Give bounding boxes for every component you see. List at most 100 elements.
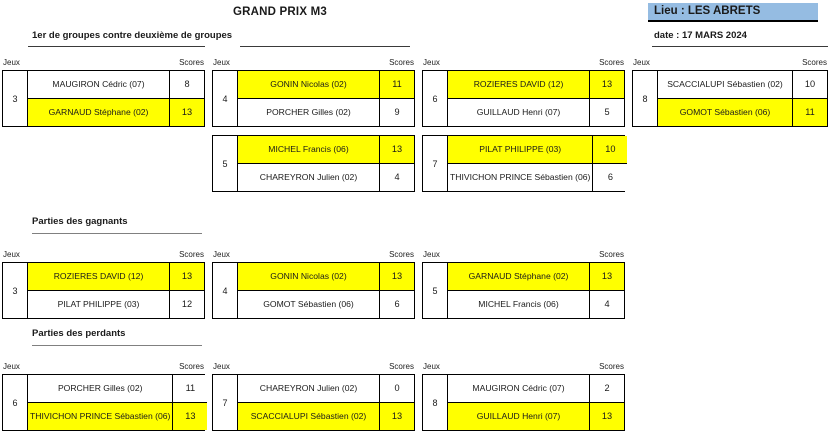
player-name: PORCHER Gilles (02) <box>28 375 174 402</box>
match-row[interactable]: ROZIERES DAVID (12) 13 <box>448 71 624 99</box>
column-header-scores: Scores <box>599 362 624 371</box>
player-name: PORCHER Gilles (02) <box>238 98 380 126</box>
match-block: Jeux Scores 3 MAUGIRON Cédric (07) 8 GAR… <box>2 58 205 127</box>
match-row[interactable]: GARNAUD Stéphane (02) 13 <box>448 263 624 291</box>
column-header-jeux: Jeux <box>633 58 650 67</box>
match-table: 7 PILAT PHILIPPE (03) 10 THIVICHON PRINC… <box>422 135 628 192</box>
player-score: 6 <box>380 290 414 318</box>
column-header-jeux: Jeux <box>3 250 20 259</box>
match-row[interactable]: PILAT PHILIPPE (03) 10 <box>448 136 628 164</box>
match-row[interactable]: MICHEL Francis (06) 4 <box>448 290 624 318</box>
match-row[interactable]: THIVICHON PRINCE Sébastien (06) 13 <box>28 402 208 430</box>
player-score: 13 <box>590 71 624 98</box>
header-rule-left <box>28 46 205 47</box>
column-header-scores: Scores <box>179 250 204 259</box>
column-header-scores: Scores <box>599 58 624 67</box>
match-table: 3 MAUGIRON Cédric (07) 8 GARNAUD Stéphan… <box>2 70 205 127</box>
match-row[interactable]: MICHEL Francis (06) 13 <box>238 136 414 164</box>
player-name: MAUGIRON Cédric (07) <box>28 71 170 98</box>
column-header-scores: Scores <box>599 250 624 259</box>
player-name: ROZIERES DAVID (12) <box>28 263 170 290</box>
match-row[interactable]: PORCHER Gilles (02) 9 <box>238 98 414 126</box>
match-table: 5 GARNAUD Stéphane (02) 13 MICHEL Franci… <box>422 262 625 319</box>
column-header-jeux: Jeux <box>3 362 20 371</box>
player-name: GARNAUD Stéphane (02) <box>448 263 590 290</box>
match-number: 6 <box>423 71 448 126</box>
player-score: 10 <box>793 71 827 98</box>
match-row[interactable]: CHAREYRON Julien (02) 4 <box>238 163 414 191</box>
column-header-jeux: Jeux <box>423 250 440 259</box>
venue-label: Lieu : LES ABRETS <box>654 5 761 17</box>
player-score: 4 <box>380 163 414 191</box>
player-score: 6 <box>593 163 628 191</box>
match-row[interactable]: GOMOT Sébastien (06) 11 <box>658 98 827 126</box>
match-row[interactable]: ROZIERES DAVID (12) 13 <box>28 263 204 291</box>
player-score: 11 <box>380 71 414 98</box>
player-score: 13 <box>380 136 414 163</box>
match-number: 5 <box>423 263 448 318</box>
player-name: GONIN Nicolas (02) <box>238 263 380 290</box>
match-table: 6 ROZIERES DAVID (12) 13 GUILLAUD Henri … <box>422 70 625 127</box>
match-block: Jeux Scores 6 PORCHER Gilles (02) 11 THI… <box>2 362 208 431</box>
match-block: Jeux Scores 6 ROZIERES DAVID (12) 13 GUI… <box>422 58 625 127</box>
player-name: CHAREYRON Julien (02) <box>238 375 380 402</box>
match-block: Jeux Scores 7 CHAREYRON Julien (02) 0 SC… <box>212 362 415 431</box>
header-rule-middle <box>240 46 410 47</box>
match-number: 8 <box>633 71 658 126</box>
player-name: ROZIERES DAVID (12) <box>448 71 590 98</box>
match-row[interactable]: CHAREYRON Julien (02) 0 <box>238 375 414 403</box>
match-row[interactable]: GOMOT Sébastien (06) 6 <box>238 290 414 318</box>
match-row[interactable]: SCACCIALUPI Sébastien (02) 10 <box>658 71 827 99</box>
match-table: 8 MAUGIRON Cédric (07) 2 GUILLAUD Henri … <box>422 374 625 431</box>
player-score: 11 <box>173 375 208 402</box>
column-header-jeux: Jeux <box>423 362 440 371</box>
section-title-losers: Parties des perdants <box>32 328 126 339</box>
player-name: GUILLAUD Henri (07) <box>448 98 590 126</box>
column-header-scores: Scores <box>389 362 414 371</box>
match-row[interactable]: MAUGIRON Cédric (07) 8 <box>28 71 204 99</box>
match-block: 7 PILAT PHILIPPE (03) 10 THIVICHON PRINC… <box>422 135 628 192</box>
match-row[interactable]: GUILLAUD Henri (07) 5 <box>448 98 624 126</box>
match-row[interactable]: SCACCIALUPI Sébastien (02) 13 <box>238 402 414 430</box>
match-block: Jeux Scores 5 GARNAUD Stéphane (02) 13 M… <box>422 250 625 319</box>
player-score: 13 <box>173 402 208 430</box>
match-table: 7 CHAREYRON Julien (02) 0 SCACCIALUPI Sé… <box>212 374 415 431</box>
column-header-jeux: Jeux <box>213 58 230 67</box>
column-header-scores: Scores <box>389 250 414 259</box>
column-header-jeux: Jeux <box>423 58 440 67</box>
match-table: 6 PORCHER Gilles (02) 11 THIVICHON PRINC… <box>2 374 208 431</box>
column-header-scores: Scores <box>389 58 414 67</box>
player-name: GOMOT Sébastien (06) <box>658 98 793 126</box>
match-row[interactable]: PILAT PHILIPPE (03) 12 <box>28 290 204 318</box>
match-number: 4 <box>213 263 238 318</box>
match-table: 5 MICHEL Francis (06) 13 CHAREYRON Julie… <box>212 135 415 192</box>
match-row[interactable]: GUILLAUD Henri (07) 13 <box>448 402 624 430</box>
player-name: THIVICHON PRINCE Sébastien (06) <box>28 402 174 430</box>
column-header-scores: Scores <box>179 58 204 67</box>
match-row[interactable]: GONIN Nicolas (02) 11 <box>238 71 414 99</box>
player-name: CHAREYRON Julien (02) <box>238 163 380 191</box>
match-row[interactable]: MAUGIRON Cédric (07) 2 <box>448 375 624 403</box>
column-header-jeux: Jeux <box>213 250 230 259</box>
match-number: 7 <box>213 375 238 430</box>
match-block: Jeux Scores 8 SCACCIALUPI Sébastien (02)… <box>632 58 828 127</box>
player-name: MAUGIRON Cédric (07) <box>448 375 590 402</box>
match-number: 5 <box>213 136 238 191</box>
player-score: 12 <box>170 290 204 318</box>
section-rule-losers <box>32 345 202 346</box>
player-score: 9 <box>380 98 414 126</box>
match-block: Jeux Scores 3 ROZIERES DAVID (12) 13 PIL… <box>2 250 205 319</box>
match-row[interactable]: THIVICHON PRINCE Sébastien (06) 6 <box>448 163 628 191</box>
player-score: 0 <box>380 375 414 402</box>
match-row[interactable]: PORCHER Gilles (02) 11 <box>28 375 208 403</box>
player-name: MICHEL Francis (06) <box>238 136 380 163</box>
player-name: GARNAUD Stéphane (02) <box>28 98 170 126</box>
player-name: GOMOT Sébastien (06) <box>238 290 380 318</box>
column-header-jeux: Jeux <box>3 58 20 67</box>
player-score: 10 <box>593 136 628 163</box>
match-row[interactable]: GARNAUD Stéphane (02) 13 <box>28 98 204 126</box>
player-score: 13 <box>380 402 414 430</box>
match-row[interactable]: GONIN Nicolas (02) 13 <box>238 263 414 291</box>
player-name: GONIN Nicolas (02) <box>238 71 380 98</box>
match-number: 8 <box>423 375 448 430</box>
